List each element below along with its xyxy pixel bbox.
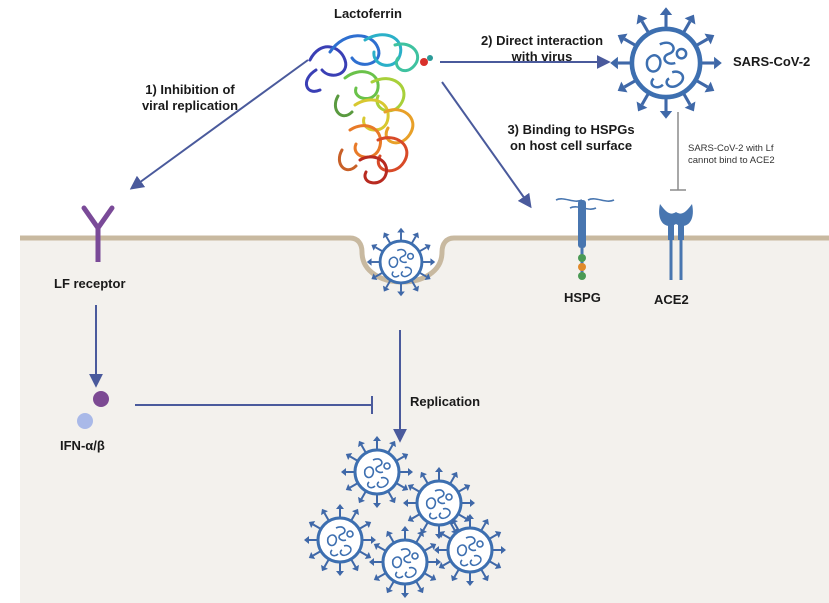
step2-label-line1: 2) Direct interaction <box>480 33 604 48</box>
lf-receptor-icon <box>81 205 115 262</box>
arrow-hspg-binding <box>441 81 532 209</box>
step1-label-line1: 1) Inhibition of <box>145 82 235 97</box>
step3-label-line1: 3) Binding to HSPGs <box>507 122 635 137</box>
ace2-label: ACE2 <box>654 292 689 307</box>
step2-label-line2: with virus <box>511 49 573 64</box>
replication-label: Replication <box>410 394 481 409</box>
step3-label-line2: on host cell surface <box>509 138 633 153</box>
hspg-icon <box>555 198 615 280</box>
cytoplasm-region <box>20 238 829 603</box>
step1-label-line2: viral replication <box>141 98 239 113</box>
step3-label: 3) Binding to HSPGs on host cell surface <box>486 122 656 154</box>
lactoferrin-protein-structure-icon <box>284 22 436 197</box>
ace2-receptor-icon <box>659 204 693 280</box>
arrow-inhibition <box>129 59 309 190</box>
hspg-label: HSPG <box>564 290 601 305</box>
ace2-blocked-note: SARS-CoV-2 with Lf cannot bind to ACE2 <box>688 143 775 167</box>
ifn-molecule-icon <box>77 391 109 429</box>
ace2-blocked-note-line1: SARS-CoV-2 with Lf <box>688 143 774 154</box>
step2-label: 2) Direct interaction with virus <box>462 33 622 65</box>
sars-cov-2-virus-icon <box>610 7 722 119</box>
lf-receptor-label: LF receptor <box>54 276 126 291</box>
ifn-label: IFN-α/β <box>60 438 105 453</box>
lactoferrin-label: Lactoferrin <box>334 6 402 21</box>
ace2-blocked-note-line2: cannot bind to ACE2 <box>688 155 775 166</box>
step1-label: 1) Inhibition of viral replication <box>110 82 270 114</box>
sars-cov-2-label: SARS-CoV-2 <box>733 54 811 69</box>
